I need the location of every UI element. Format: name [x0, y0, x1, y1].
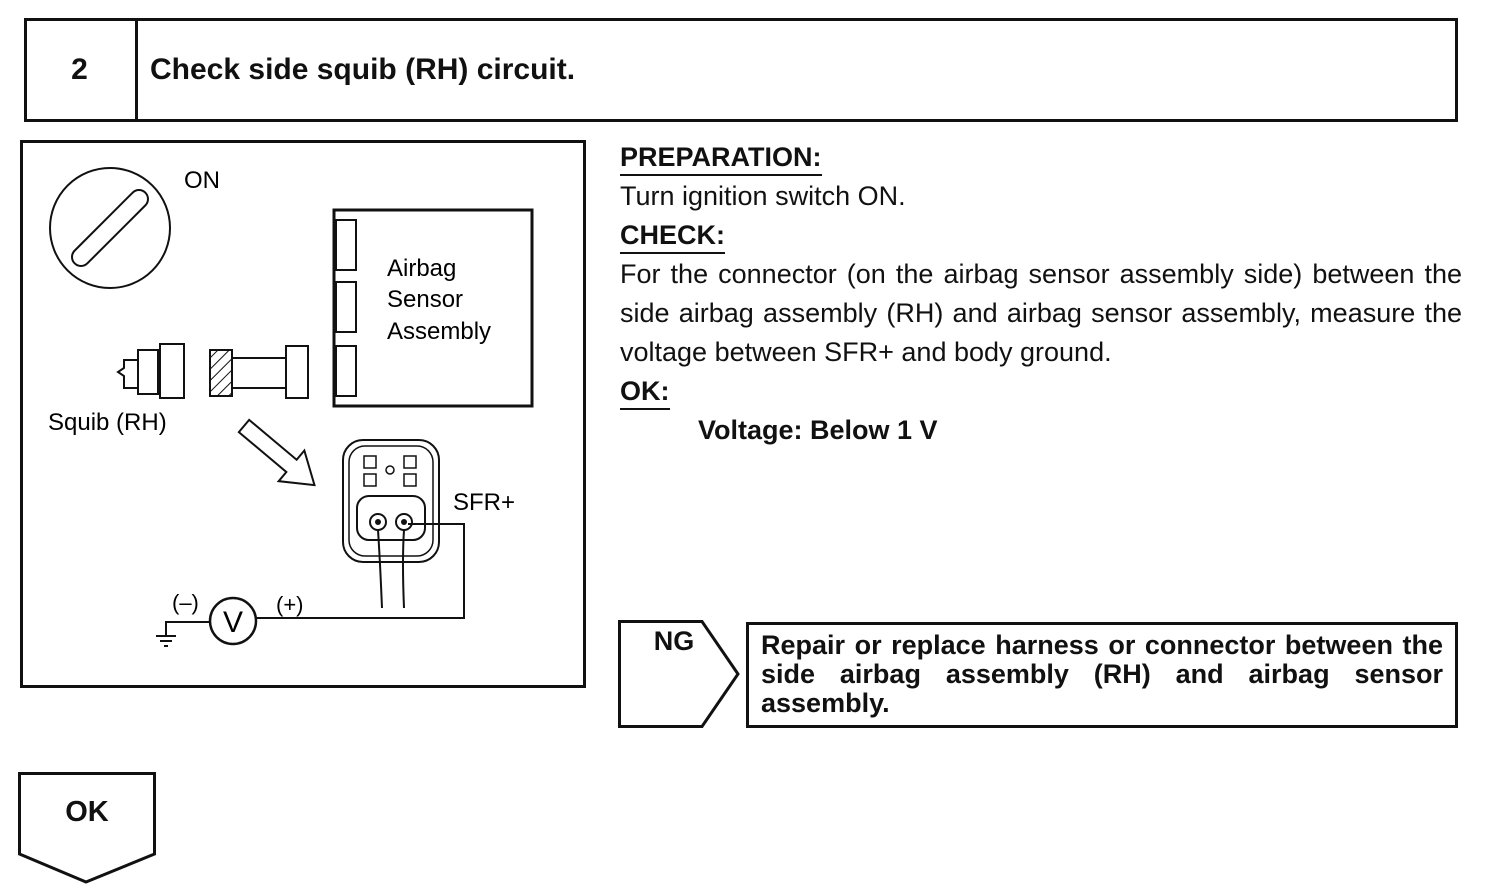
preparation-text: Turn ignition switch ON. [620, 181, 906, 211]
step-title: Check side squib (RH) circuit. [150, 53, 576, 86]
sensor-side-connector-icon [342, 439, 440, 609]
sensor-assembly-label: Airbag Sensor Assembly [387, 255, 491, 345]
probe-wiring [165, 523, 465, 636]
voltmeter-icon: V [208, 596, 258, 646]
direction-arrow-icon [237, 418, 316, 487]
diagram-border [20, 140, 586, 688]
ok-arrow-icon [18, 772, 156, 884]
ng-action-box: Repair or replace harness or connector b… [746, 622, 1458, 728]
ng-label: NG [653, 626, 695, 656]
instructions: PREPARATION: Turn ignition switch ON. CH… [620, 138, 1462, 450]
harness-connector-icon [209, 345, 309, 399]
squib-connector-icon [116, 343, 185, 399]
check-text: For the connector (on the airbag sensor … [620, 259, 1462, 367]
ground-icon [156, 635, 176, 647]
airbag-sensor-assembly [332, 208, 534, 408]
header-divider [135, 18, 138, 122]
check-heading: CHECK: [620, 219, 725, 254]
ok-label: OK [65, 796, 109, 828]
ng-arrow-icon [618, 620, 740, 728]
squib-label: Squib (RH) [48, 409, 167, 436]
minus-terminal-label: (–) [172, 590, 199, 615]
wiring-diagram: ON Airbag Sensor Assembly Squib (RH) [20, 140, 586, 688]
sfr-plus-label: SFR+ [453, 489, 515, 516]
ok-spec: Voltage: Below 1 V [698, 415, 938, 445]
ok-heading: OK: [620, 375, 670, 410]
preparation-heading: PREPARATION: [620, 141, 822, 176]
svg-text:V: V [223, 606, 243, 639]
ignition-switch-icon [49, 167, 171, 289]
ignition-on-label: ON [184, 167, 220, 194]
step-header [24, 18, 1458, 122]
step-number: 2 [71, 53, 88, 86]
plus-terminal-label: (+) [276, 592, 304, 617]
